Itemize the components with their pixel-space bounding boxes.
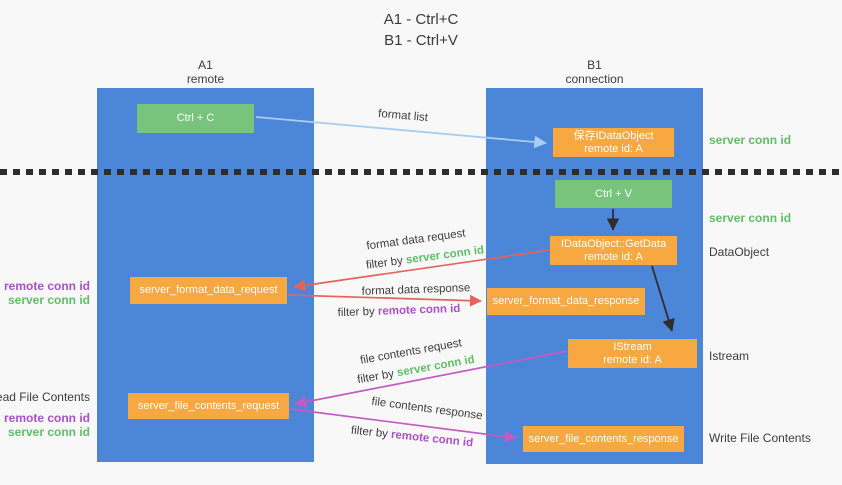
format-list-label: format list — [377, 107, 429, 125]
filter-by-text: filter by — [365, 254, 404, 272]
title-line-2: B1 - Ctrl+V — [384, 32, 458, 49]
server-conn-id-right-mid: server conn id — [709, 211, 792, 225]
lane-a1-name: A1 — [198, 58, 213, 72]
filter-by-text: filter by — [356, 367, 396, 387]
server-file-contents-request-label: server_file_contents_request — [137, 399, 280, 412]
remote-conn-id-left-top: remote conn id — [3, 279, 90, 293]
file-contents-response-label: file contents response — [370, 395, 484, 423]
title-line-1: A1 - Ctrl+C — [383, 11, 459, 28]
server-format-data-request-label: server_format_data_request — [139, 284, 278, 296]
getdata-line2: remote id: A — [584, 250, 643, 263]
save-idataobject-line1: 保存IDataObject — [573, 129, 654, 142]
filter-by-text: filter by — [337, 305, 375, 320]
ctrl-c-label: Ctrl + C — [176, 112, 215, 124]
dataobject-label: DataObject — [709, 245, 770, 259]
filter-by-text: filter by — [350, 424, 389, 441]
lane-b1-subtitle: connection — [565, 72, 624, 86]
write-file-contents-label: Write File Contents — [709, 431, 811, 445]
istream-side-label: Istream — [709, 349, 750, 363]
server-file-contents-response-box: server_file_contents_response — [523, 426, 684, 452]
read-file-contents-label: Read File Contents — [0, 390, 90, 404]
istream-box: IStream remote id: A — [568, 339, 697, 368]
server-conn-id-text: server conn id — [405, 244, 485, 267]
server-format-data-response-label: server_format_data_response — [492, 295, 640, 307]
ctrl-v-box: Ctrl + V — [555, 180, 672, 208]
ctrl-c-box: Ctrl + C — [137, 104, 254, 133]
server-file-contents-response-label: server_file_contents_response — [528, 432, 679, 445]
save-idataobject-line2: remote id: A — [584, 142, 643, 155]
save-idataobject-box: 保存IDataObject remote id: A — [553, 128, 674, 157]
lane-b1-name: B1 — [587, 58, 602, 72]
filter-by-remote-conn-id-label-2: filter by remote conn id — [350, 425, 473, 450]
istream-line1: IStream — [613, 340, 652, 353]
getdata-line1: IDataObject::GetData — [560, 237, 667, 250]
lane-a1-subtitle: remote — [186, 72, 225, 86]
remote-conn-id-text: remote conn id — [390, 428, 474, 450]
server-conn-id-right-top: server conn id — [709, 133, 792, 147]
getdata-box: IDataObject::GetData remote id: A — [550, 236, 677, 265]
remote-conn-id-text: remote conn id — [377, 302, 461, 318]
lane-header-b1: B1 connection — [486, 58, 703, 86]
istream-line2: remote id: A — [603, 353, 662, 366]
server-format-data-response-box: server_format_data_response — [487, 288, 645, 315]
remote-conn-id-left-bottom: remote conn id — [3, 411, 90, 425]
server-file-contents-request-box: server_file_contents_request — [128, 393, 289, 419]
lane-header-a1: A1 remote — [97, 58, 314, 86]
format-data-response-label: format data response — [361, 282, 471, 298]
filter-by-remote-conn-id-label-1: filter by remote conn id — [337, 303, 460, 319]
server-conn-id-left-top: server conn id — [7, 293, 90, 307]
phase-separator-dotted-line — [0, 169, 842, 175]
diagram-title: A1 - Ctrl+C B1 - Ctrl+V — [0, 9, 842, 51]
ctrl-v-label: Ctrl + V — [595, 187, 632, 200]
server-format-data-request-box: server_format_data_request — [130, 277, 287, 304]
server-conn-id-left-bottom: server conn id — [7, 425, 90, 439]
